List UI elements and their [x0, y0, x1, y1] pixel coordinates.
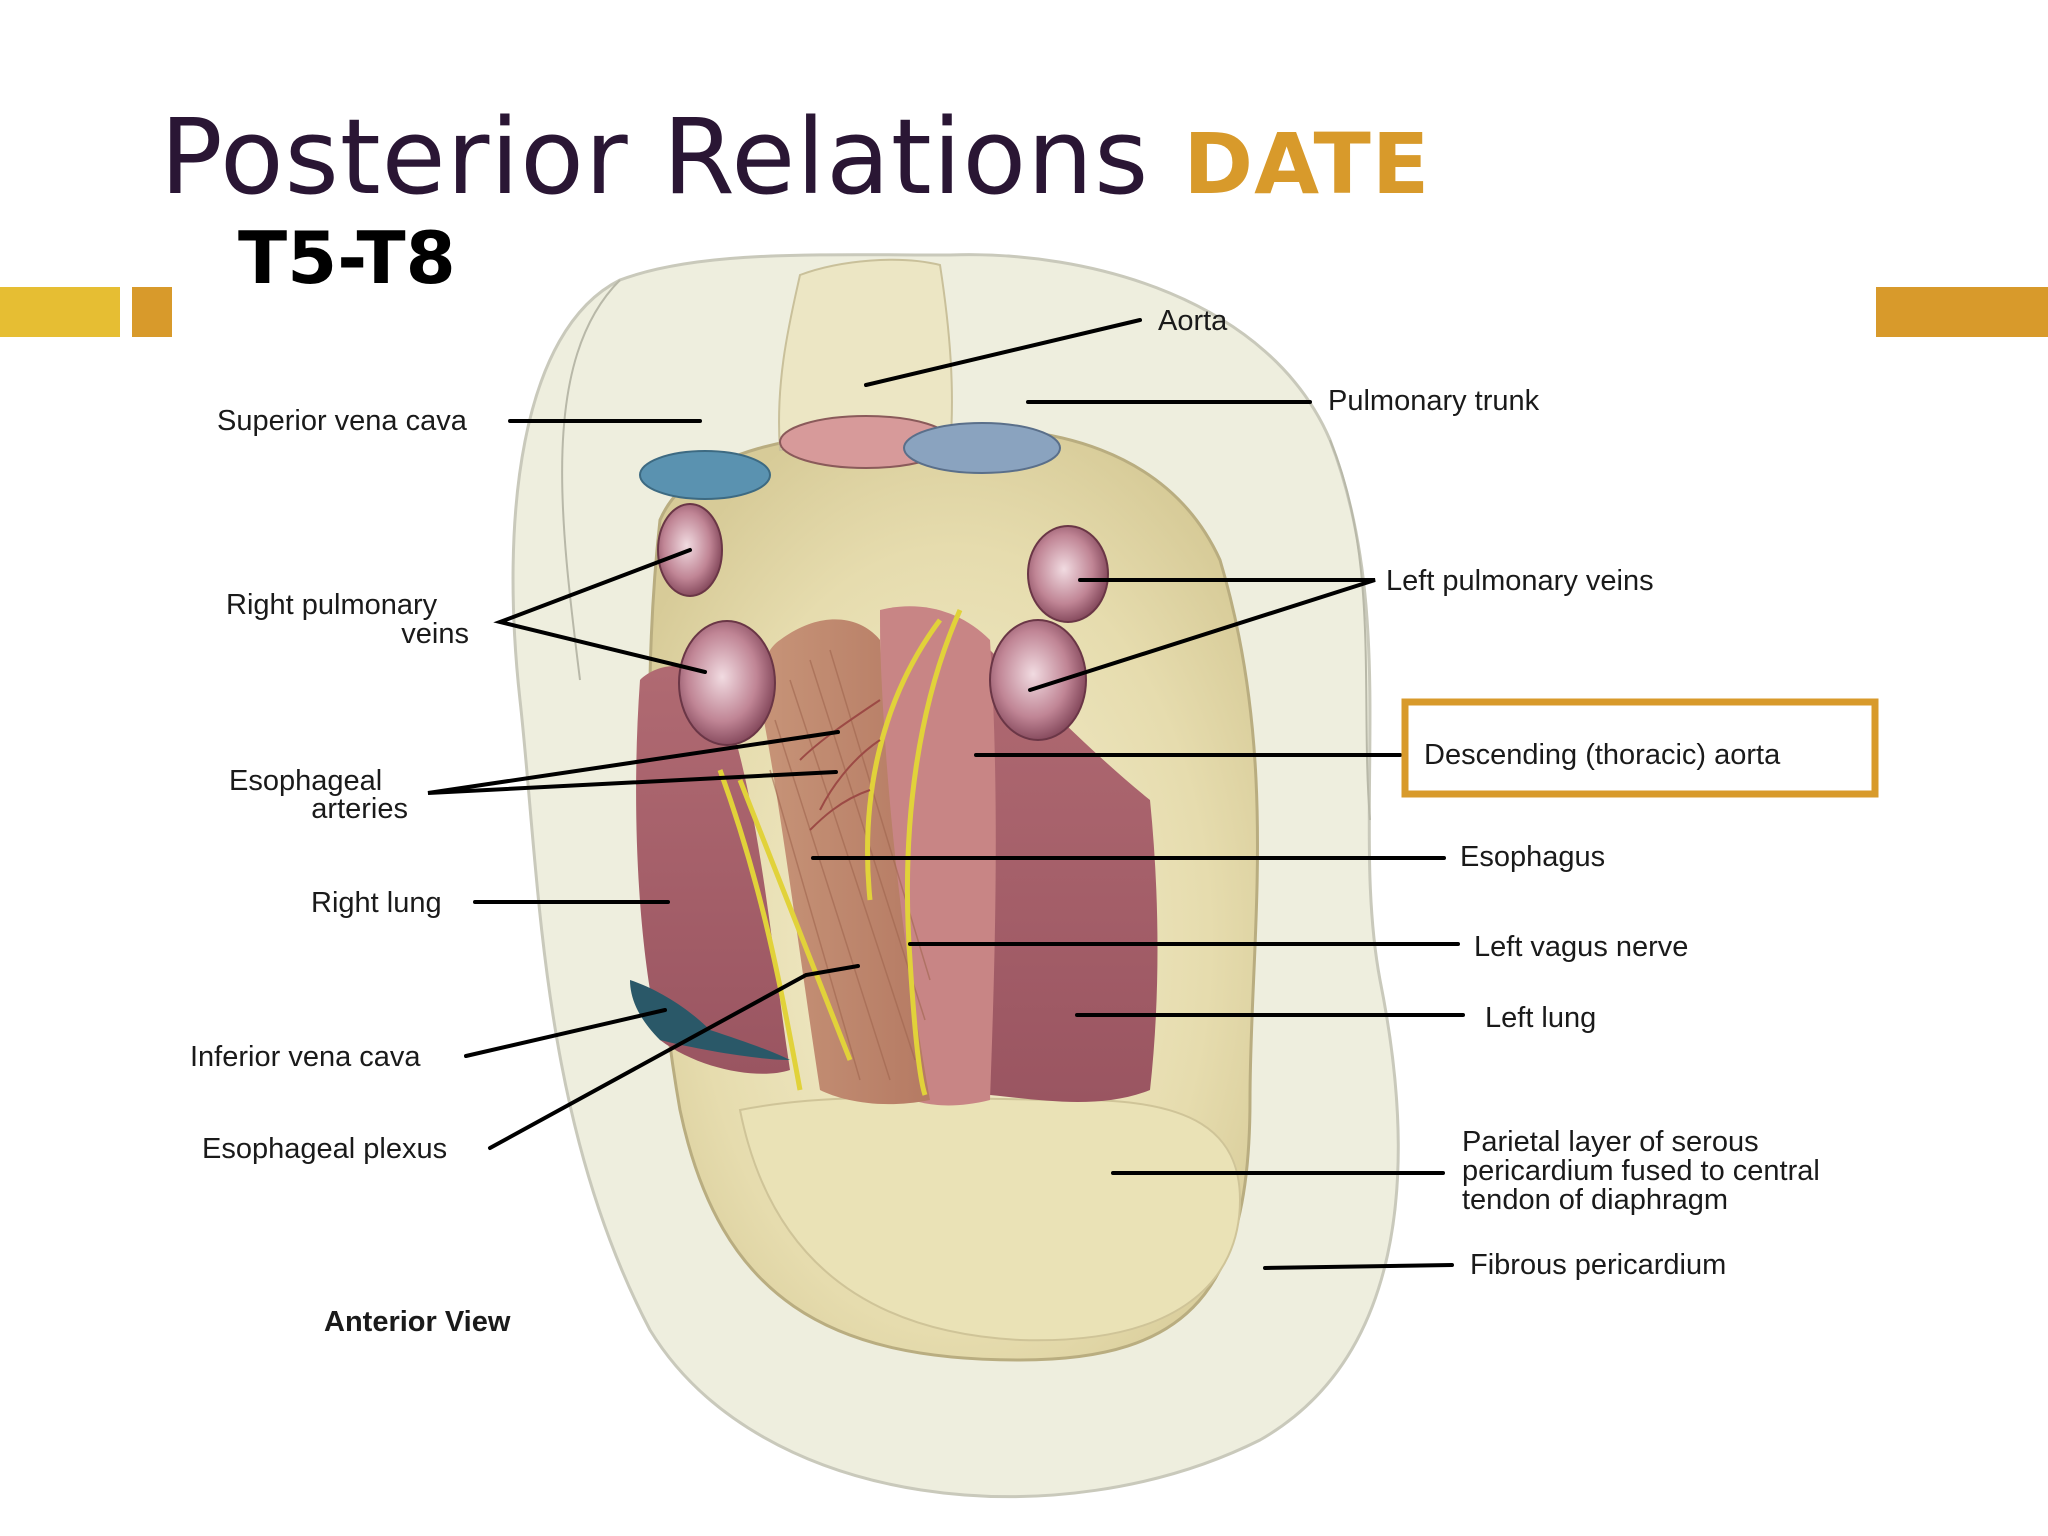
label-right-pulmonary-veins-line1: Right pulmonary	[226, 589, 438, 621]
esophageal-arteries-vessels	[799, 699, 881, 831]
label-esophageal-arteries-line1: Esophageal	[229, 765, 382, 797]
label-fibrous-pericardium: Fibrous pericardium	[1470, 1249, 1726, 1281]
label-parietal-line3: tendon of diaphragm	[1462, 1184, 1728, 1216]
label-inferior-vena-cava: Inferior vena cava	[190, 1041, 421, 1073]
right-lung	[636, 666, 790, 1074]
label-left-pulmonary-veins: Left pulmonary veins	[1386, 565, 1654, 597]
esophagus	[760, 619, 930, 1105]
label-esophageal-plexus: Esophageal plexus	[202, 1133, 447, 1165]
left-lung	[990, 650, 1158, 1102]
aorta-vessel	[778, 258, 953, 451]
slide-title: Posterior Relations DATE	[160, 105, 1430, 209]
leader-lines	[427, 318, 1465, 1270]
label-pulmonary-trunk: Pulmonary trunk	[1328, 385, 1540, 417]
left-pulmonary-vein-lower	[989, 619, 1087, 741]
label-esophagus: Esophagus	[1460, 841, 1605, 873]
label-aorta: Aorta	[1158, 305, 1228, 337]
label-parietal-line1: Parietal layer of serous	[1462, 1126, 1759, 1158]
decor-bar-left-orange	[132, 287, 172, 337]
label-parietal-line2: pericardium fused to central	[1462, 1155, 1820, 1187]
esophagus-striations	[769, 649, 931, 1081]
slide-title-text: Posterior Relations	[160, 96, 1150, 218]
right-pulmonary-vein-lower	[678, 620, 776, 746]
label-left-vagus-nerve: Left vagus nerve	[1474, 931, 1688, 963]
slide-subtitle: T5-T8	[238, 216, 456, 300]
decor-bar-left-yellow	[0, 287, 120, 337]
label-esophageal-arteries-line2: arteries	[311, 793, 408, 825]
label-superior-vena-cava: Superior vena cava	[217, 405, 468, 437]
label-descending-aorta: Descending (thoracic) aorta	[1424, 739, 1781, 771]
vagus-nerves	[717, 608, 963, 1096]
superior-vena-cava-opening	[639, 450, 771, 500]
slide-title-accent: DATE	[1183, 115, 1431, 213]
pulmonary-trunk-opening	[903, 422, 1061, 474]
inferior-vena-cava	[630, 980, 790, 1060]
label-right-lung: Right lung	[311, 887, 442, 919]
label-right-pulmonary-veins-line2: veins	[401, 618, 469, 650]
label-left-lung: Left lung	[1485, 1002, 1596, 1034]
label-anterior-view: Anterior View	[324, 1306, 511, 1338]
descending-aorta-highlight-box	[1401, 698, 1879, 798]
decor-bar-right-orange	[1876, 287, 2048, 337]
left-pulmonary-vein-upper	[1027, 525, 1109, 623]
